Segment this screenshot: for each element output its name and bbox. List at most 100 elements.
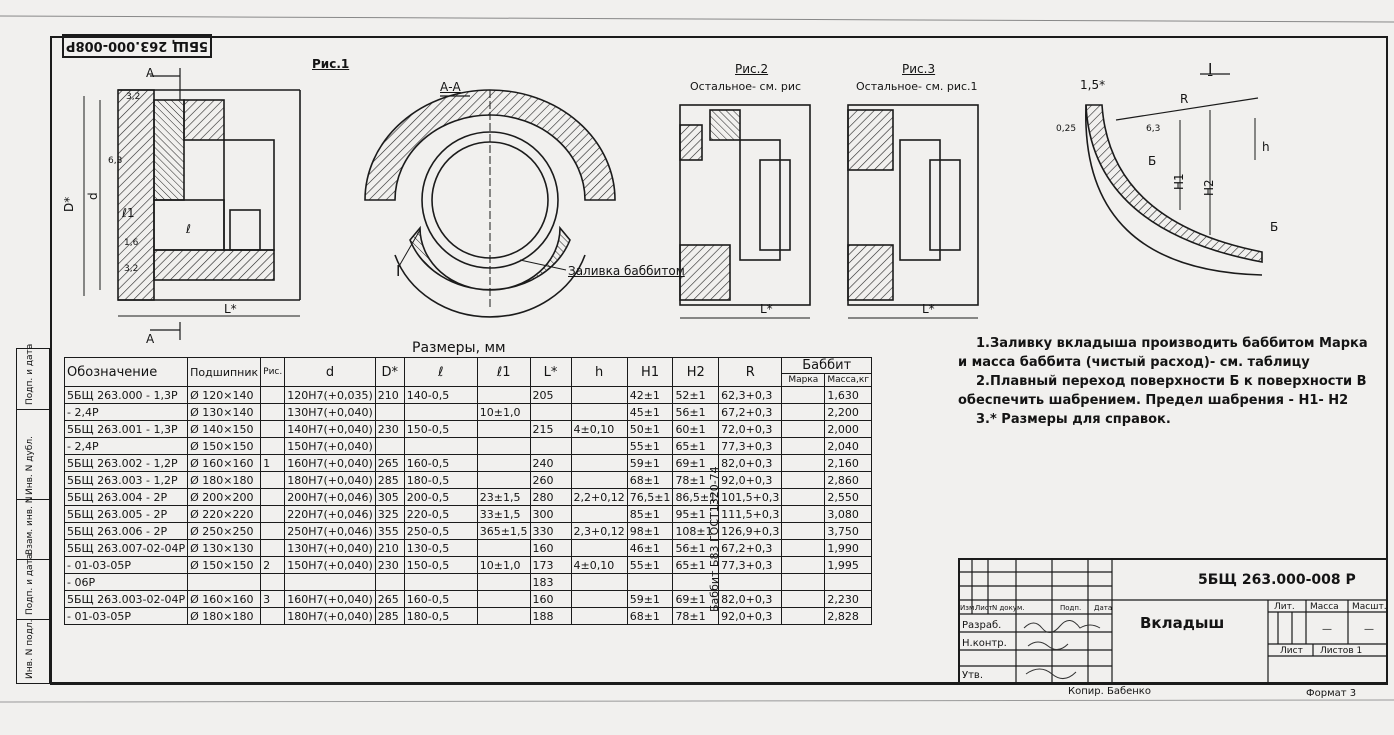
format-label: Формат 3 <box>1306 688 1357 699</box>
detail-dim-label: Б <box>1148 154 1157 168</box>
col-header: Подшипник <box>187 357 262 387</box>
table-cell-bearing: Ø 130×130 <box>187 539 262 557</box>
table-cell-d: 180Н7(+0,040) <box>284 471 376 489</box>
table-cell-D: 265 <box>374 454 405 472</box>
table-cell-L: 160 <box>529 539 572 557</box>
table-cell-D: 210 <box>374 386 405 404</box>
table-cell-bearing: Ø 220×220 <box>187 505 262 523</box>
table-cell-h: 4±0,10 <box>570 420 628 438</box>
table-cell-d: 130Н7(+0,040) <box>284 539 376 557</box>
table-cell-d: 160Н7(+0,040) <box>284 590 376 608</box>
table-cell-fig <box>260 420 286 438</box>
col-header: Рис. <box>260 357 286 387</box>
table-cell-grade <box>781 386 826 404</box>
table-cell-R: 92,0+0,3 <box>718 607 783 625</box>
table-cell-bearing: Ø 180×180 <box>187 471 262 489</box>
table-cell-L: 280 <box>529 488 572 506</box>
col-header: Обозначение <box>63 357 189 387</box>
table-cell-grade <box>781 437 826 455</box>
table-cell-mass: 1,630 <box>824 386 873 404</box>
d-label: d <box>86 192 100 200</box>
d-star-label: D* <box>62 196 76 212</box>
detail-dim-label: Б <box>1270 220 1279 234</box>
table-cell-bearing: Ø 150×150 <box>187 437 262 455</box>
table-cell-des: - 2,4Р <box>63 437 189 455</box>
table-cell-bearing: Ø 180×180 <box>187 607 262 625</box>
table-cell-mass: 2,860 <box>824 471 873 489</box>
table-cell-D <box>374 573 405 591</box>
table-cell-d: 160Н7(+0,040) <box>284 454 376 472</box>
table-cell-R: 72,0+0,3 <box>718 420 783 438</box>
table-cell-H1: 50±1 <box>626 420 674 438</box>
table-cell-l: 180-0,5 <box>403 607 478 625</box>
l-star-label: L* <box>922 302 935 316</box>
table-cell-R: 82,0+0,3 <box>718 454 783 472</box>
table-cell-l1 <box>476 437 531 455</box>
table-cell-l1 <box>476 573 531 591</box>
table-cell-d: 220Н7(+0,046) <box>284 505 376 523</box>
table-cell-l: 200-0,5 <box>403 488 478 506</box>
table-cell-bearing: Ø 160×160 <box>187 454 262 472</box>
table-cell-H2: 78±1 <box>672 471 720 489</box>
note-line: обеспечить шабрением. Предел шабрения - … <box>958 393 1349 408</box>
table-cell-l: 130-0,5 <box>403 539 478 557</box>
table-cell-h: 4±0,10 <box>570 556 628 574</box>
table-cell-H1: 59±1 <box>626 454 674 472</box>
col-header: L* <box>529 357 572 387</box>
table-cell-L: 173 <box>529 556 572 574</box>
table-cell-l1: 10±1,0 <box>476 556 531 574</box>
table-cell-fig <box>260 505 286 523</box>
table-cell-l: 220-0,5 <box>403 505 478 523</box>
table-cell-D: 265 <box>374 590 405 608</box>
table-cell-mass: 2,160 <box>824 454 873 472</box>
col-header: ℓ1 <box>476 357 531 387</box>
table-cell-des: 5БЩ 263.001 - 1,3Р <box>63 420 189 438</box>
table-cell-l: 150-0,5 <box>403 556 478 574</box>
table-cell-H1: 68±1 <box>626 607 674 625</box>
title-block-col: Изм. <box>960 604 977 612</box>
table-cell-R: 92,0+0,3 <box>718 471 783 489</box>
figure-2-drawing <box>679 104 811 319</box>
title-block-name: Вкладыш <box>1140 614 1225 632</box>
figure-1-caption: Рис.1 <box>312 57 350 71</box>
table-cell-grade <box>781 488 826 506</box>
title-block-col: Лист <box>975 604 993 612</box>
table-cell-D <box>374 403 405 421</box>
table-cell-l1: 365±1,5 <box>476 522 531 540</box>
table-cell-bearing: Ø 250×250 <box>187 522 262 540</box>
table-cell-l1 <box>476 471 531 489</box>
table-cell-d <box>284 573 376 591</box>
babbitt-subheader: Марка <box>781 373 826 387</box>
table-cell-l <box>403 403 478 421</box>
detail-dim-label: R <box>1180 92 1189 106</box>
table-cell-mass: 2,828 <box>824 607 873 625</box>
figure-2-note: Остальное- см. рис <box>690 80 802 93</box>
section-aa-caption: А-А <box>440 80 461 94</box>
table-cell-des: - 06Р <box>63 573 189 591</box>
title-block-role: Н.контр. <box>962 638 1007 649</box>
detail-dim-label: H1 <box>1172 173 1186 190</box>
table-cell-d: 180Н7(+0,040) <box>284 607 376 625</box>
table-cell-l1 <box>476 420 531 438</box>
title-block-code: 5БЩ 263.000-008 Р <box>1198 572 1356 588</box>
table-cell-d: 150Н7(+0,040) <box>284 437 376 455</box>
table-cell-R <box>718 573 783 591</box>
table-cell-mass: 1,995 <box>824 556 873 574</box>
title-block-mass: Масса <box>1310 602 1339 612</box>
title-block-col: Подп. <box>1060 604 1082 612</box>
title-block-col: N докум. <box>992 604 1025 612</box>
table-cell-grade <box>781 471 826 489</box>
table-cell-R: 77,3+0,3 <box>718 437 783 455</box>
table-cell-fig <box>260 471 286 489</box>
table-cell-H1: 42±1 <box>626 386 674 404</box>
title-block-scale: Масшт. <box>1352 602 1387 612</box>
table-cell-l <box>403 573 478 591</box>
table-cell-l1: 23±1,5 <box>476 488 531 506</box>
